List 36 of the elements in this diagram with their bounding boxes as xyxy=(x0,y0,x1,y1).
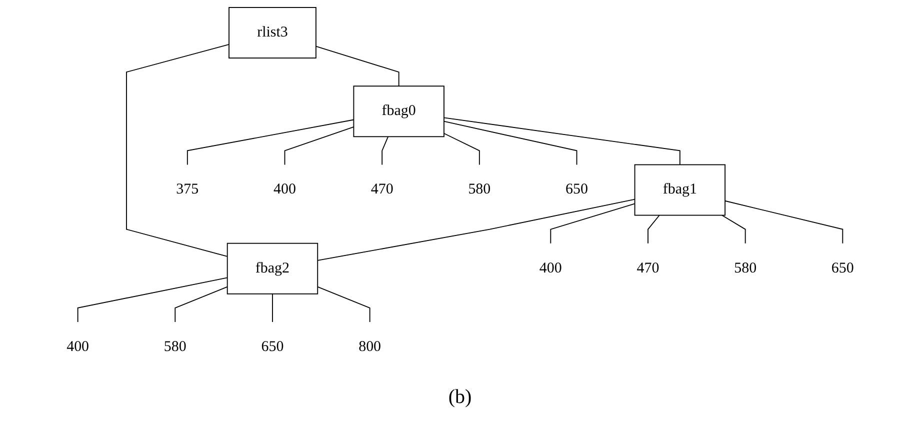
node-box xyxy=(353,86,444,138)
node-text: 400 xyxy=(273,182,296,198)
connector xyxy=(724,200,843,244)
connector xyxy=(315,46,400,87)
node-box xyxy=(228,7,316,58)
node-text: 580 xyxy=(734,260,756,276)
diagram: rlist3 fbag0 fbag1 fbag2 375 400 470 580 650 400 470 580 650 400 580 650 800 xyxy=(30,0,890,380)
node-text: 800 xyxy=(358,338,381,355)
node-text: 470 xyxy=(636,260,659,276)
connector xyxy=(443,117,680,166)
caption: (b) xyxy=(448,386,472,409)
connector xyxy=(721,214,746,244)
connector xyxy=(381,136,388,166)
node-text: 580 xyxy=(164,338,186,355)
connector xyxy=(174,286,228,322)
node-text: 650 xyxy=(565,182,588,198)
node-box xyxy=(634,164,726,216)
node-text: 580 xyxy=(468,182,490,198)
node-text: 650 xyxy=(261,338,284,355)
node-text: 375 xyxy=(176,182,198,198)
connector xyxy=(126,44,230,257)
connector xyxy=(186,119,354,166)
node-box xyxy=(226,242,318,294)
connector xyxy=(77,277,228,322)
connector xyxy=(284,126,354,166)
node-text: 470 xyxy=(370,182,394,198)
connector xyxy=(316,198,636,261)
connector xyxy=(443,120,577,166)
connector xyxy=(443,132,480,166)
connector xyxy=(316,286,370,322)
connector xyxy=(550,203,636,244)
node-text: 400 xyxy=(66,338,89,355)
connector xyxy=(647,214,660,244)
connector xyxy=(272,293,273,322)
node-text: 650 xyxy=(831,260,854,276)
node-text: 400 xyxy=(539,260,562,276)
